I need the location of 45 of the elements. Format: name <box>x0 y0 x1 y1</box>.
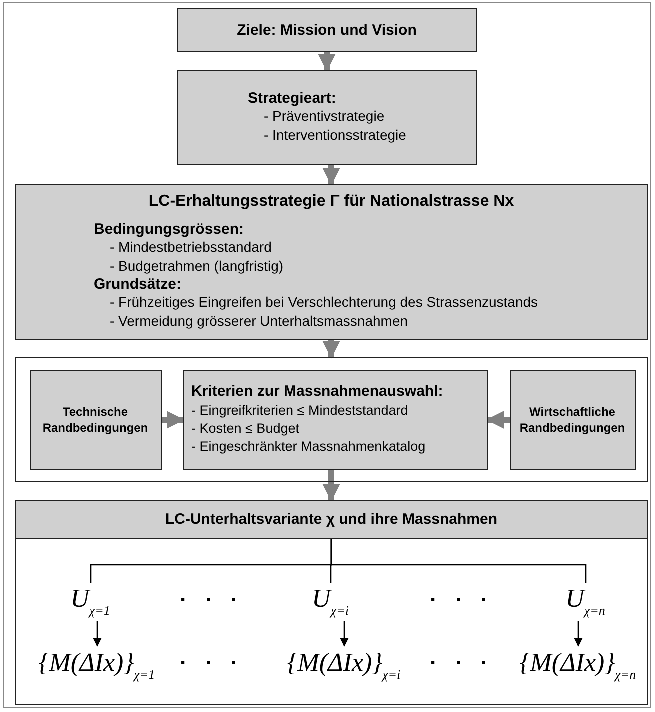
formula: U$_{χ=n}$ <box>566 584 606 619</box>
section-heading: Strategieart: <box>248 90 338 107</box>
ellipsis: · · · <box>430 587 494 613</box>
ellipsis: · · · <box>180 587 244 613</box>
group-frame <box>15 500 648 705</box>
formula: U$_{χ=1}$ <box>70 584 110 619</box>
formula: U$_{χ=i}$ <box>312 584 349 619</box>
arrow <box>322 165 340 186</box>
arrow <box>574 621 583 647</box>
arrow <box>318 52 336 72</box>
box-title: Ziele: Mission und Vision <box>237 22 417 38</box>
arrow <box>322 340 340 359</box>
section-heading: Bedingungsgrössen: <box>94 221 246 238</box>
list-item: - Eingeschränkter Massnahmenkatalog <box>192 438 427 456</box>
arrow <box>486 411 510 429</box>
list-item: - Eingreifkriterien ≤ Mindeststandard <box>192 402 410 420</box>
box-label: Technische Randbedingungen <box>42 404 150 436</box>
formula: {M(ΔIx)}$_{χ=i}$ <box>287 648 401 683</box>
formula: {M(ΔIx)}$_{χ=1}$ <box>38 648 156 683</box>
list-item: - Präventivstrategie <box>263 107 386 126</box>
list-item: - Interventionsstrategie <box>263 126 408 145</box>
header-band: LC-Unterhaltsvariante χ und ihre Massnahmen <box>16 501 647 539</box>
list-item: - Frühzeitiges Eingreifen bei Verschlechterung des Strassenzustands <box>109 293 540 312</box>
ellipsis: · · · <box>430 650 494 676</box>
list-item: - Mindestbetriebsstandard <box>109 238 273 257</box>
arrow <box>93 621 102 647</box>
process-box <box>177 8 477 52</box>
formula: {M(ΔIx)}$_{χ=n}$ <box>520 648 636 683</box>
box-label: Wirtschaftliche Randbedingungen <box>518 404 626 436</box>
list-item: - Kosten ≤ Budget <box>192 420 300 438</box>
box-title: LC-Erhaltungsstrategie Γ für Nationalstrasse Nx <box>148 193 516 211</box>
process-box <box>510 370 636 470</box>
section-heading: Kriterien zur Massnahmenauswahl: <box>192 383 444 400</box>
group-frame <box>15 357 648 482</box>
ellipsis: · · · <box>180 650 244 676</box>
list-item: - Vermeidung grösserer Unterhaltsmassnahmen <box>109 312 410 331</box>
arrow <box>162 411 185 429</box>
process-box <box>177 70 477 165</box>
section-heading: Grundsätze: <box>94 276 183 293</box>
process-box <box>15 184 648 340</box>
list-item: - Budgetrahmen (langfristig) <box>109 257 285 276</box>
process-box <box>30 370 162 470</box>
process-box <box>182 370 488 470</box>
arrow <box>322 470 340 502</box>
arrow <box>340 621 349 647</box>
